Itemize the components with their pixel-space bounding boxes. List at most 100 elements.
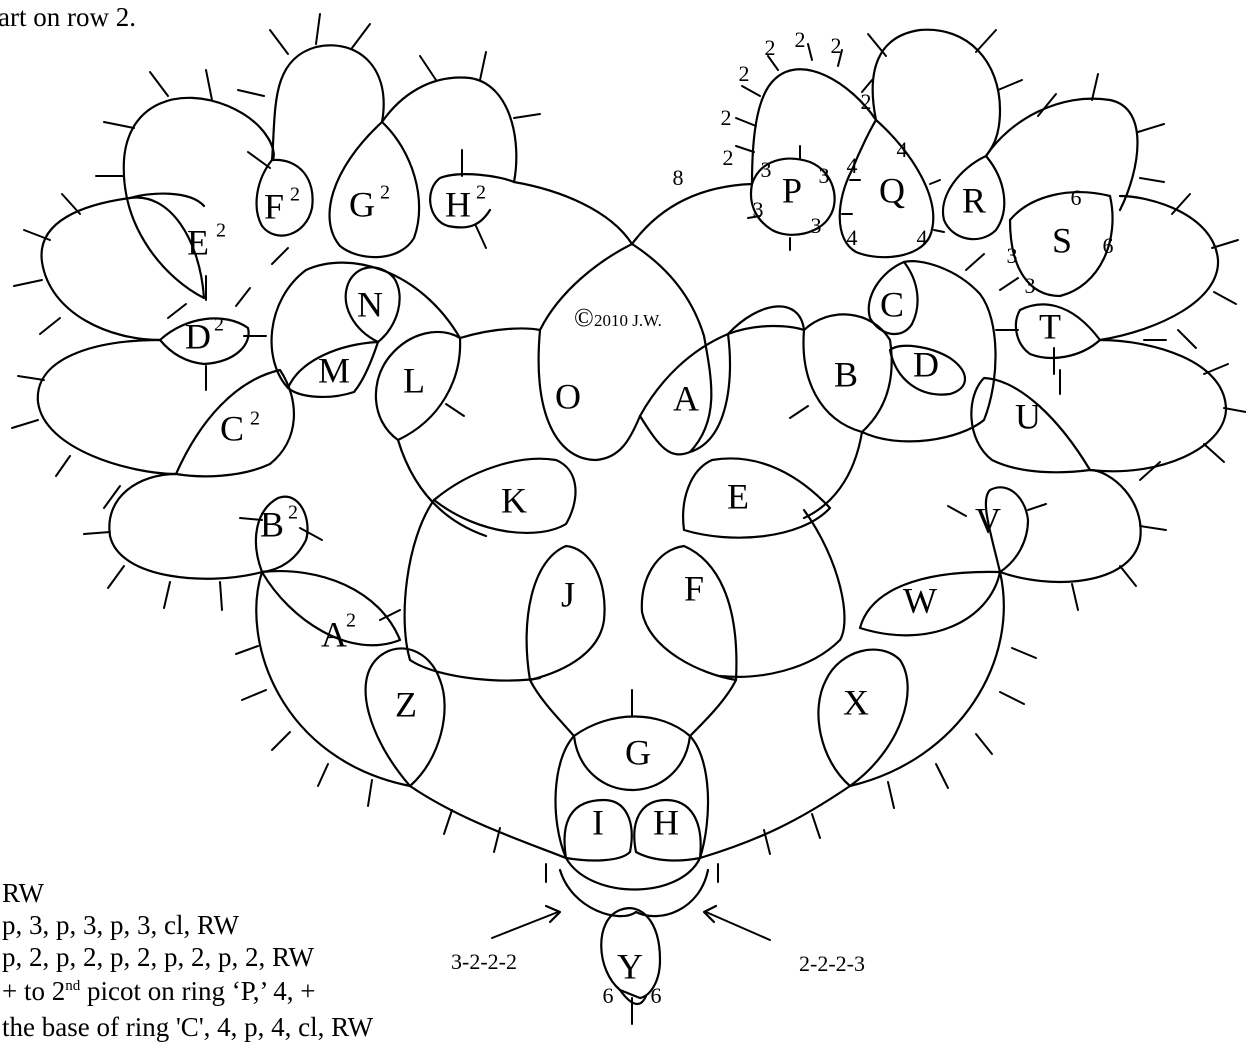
- picot: [808, 44, 812, 60]
- s-count: 6: [1103, 233, 1114, 258]
- lobe-right-2: [1100, 196, 1218, 340]
- p-count: 3: [761, 157, 772, 182]
- picots: [12, 14, 1246, 1024]
- q-count: 4: [897, 137, 908, 162]
- picot: [1140, 526, 1166, 530]
- chain-left-arch: [514, 182, 632, 244]
- chain-lower-left-body: [405, 500, 540, 681]
- annotation-left: 3-2-2-2: [451, 949, 517, 974]
- picot: [270, 30, 288, 54]
- picot: [976, 30, 996, 52]
- picot: [272, 732, 290, 750]
- picot: [476, 226, 486, 248]
- picot: [104, 122, 134, 128]
- ring-label-z: Z: [395, 684, 417, 724]
- picot: [998, 80, 1022, 90]
- ring-label-p: P: [782, 170, 802, 210]
- p-count: 3: [753, 197, 764, 222]
- lobe-left-1: [42, 197, 204, 340]
- ring-o: [539, 244, 712, 460]
- picot: [868, 34, 886, 56]
- ring-label-b: B: [834, 354, 858, 394]
- picot: [1072, 584, 1078, 610]
- picot: [1212, 240, 1238, 248]
- picot: [1214, 292, 1236, 304]
- ring-label-d2: D: [185, 316, 211, 356]
- q-count: 4: [917, 225, 928, 250]
- ring-label-g2: G: [349, 184, 375, 224]
- ring-label-g2-sup: 2: [380, 182, 390, 204]
- ring-label-b2: B: [260, 504, 284, 544]
- picot: [420, 56, 436, 80]
- ring-label-d2-sup: 2: [214, 314, 224, 336]
- ring-label-j: J: [561, 574, 575, 614]
- picot: [1000, 278, 1018, 290]
- ring-mnl-frame: [272, 263, 460, 388]
- picot: [242, 690, 266, 700]
- ring-label-g: G: [625, 732, 651, 772]
- chain-count-left: 8: [673, 165, 684, 190]
- picot: [352, 24, 370, 48]
- ring-label-c2-sup: 2: [250, 408, 260, 430]
- ring-label-u: U: [1015, 396, 1041, 436]
- instruction-line-5: the base of ring 'C', 4, p, 4, cl, RW: [2, 1014, 373, 1041]
- picot: [514, 114, 540, 118]
- p-count: 3: [819, 163, 830, 188]
- picot: [1138, 124, 1164, 132]
- s-count: 6: [1071, 185, 1082, 210]
- y-count: 6: [603, 983, 614, 1008]
- ring-label-h2: H: [445, 184, 471, 224]
- picot: [736, 118, 756, 126]
- ring-h2: [430, 174, 514, 227]
- picot: [220, 582, 222, 610]
- ring-label-l: L: [403, 360, 425, 400]
- instruction-line-3: p, 2, p, 2, p, 2, p, 2, p, 2, RW: [2, 944, 314, 971]
- s-count: 3: [1025, 273, 1036, 298]
- copyright-text: 2010 J.W.: [594, 311, 662, 330]
- ring-label-b2-sup: 2: [288, 502, 298, 524]
- chain-right-arch: [632, 184, 752, 244]
- picot: [104, 486, 120, 508]
- ring-label-w: W: [903, 580, 937, 620]
- ring-label-e2-sup: 2: [216, 220, 226, 242]
- ring-labels: A B C D E F G H I J K L M N O P Q R S T …: [185, 170, 1072, 986]
- copyright-symbol: ©: [574, 303, 594, 332]
- picot: [168, 304, 186, 318]
- ring-f: [642, 546, 737, 680]
- ring-label-r: R: [962, 180, 986, 220]
- picot: [936, 764, 948, 788]
- instruction-line-4-sup: nd: [65, 978, 80, 994]
- chain-count: 2: [795, 27, 806, 52]
- picot: [790, 406, 808, 418]
- p-count: 3: [811, 213, 822, 238]
- ring-label-s: S: [1052, 220, 1072, 260]
- picot: [1224, 408, 1246, 412]
- picot: [56, 456, 70, 476]
- ring-f-connector: [690, 680, 736, 736]
- chain-count: 2: [831, 33, 842, 58]
- outer-lobes-right: [752, 30, 1226, 582]
- annotation-right: 2-2-2-3: [799, 951, 865, 976]
- picot: [62, 194, 80, 214]
- picot: [966, 254, 984, 270]
- chain-bottom-lobe-right: [636, 870, 708, 916]
- picot: [40, 318, 60, 334]
- picot: [108, 566, 124, 588]
- picot: [812, 814, 820, 838]
- lobe-top-right-1: [873, 30, 1000, 156]
- picot: [1092, 74, 1098, 100]
- picot: [934, 230, 944, 232]
- ring-label-f2-sup: 2: [290, 184, 300, 206]
- chain-count: 2: [723, 145, 734, 170]
- ring-label-y: Y: [617, 946, 643, 986]
- picot: [368, 780, 372, 806]
- picot: [1204, 364, 1228, 374]
- instruction-line-4: + to 2nd picot on ring ‘P,’ 4, +: [2, 978, 315, 1005]
- picot: [248, 152, 270, 168]
- copyright-note: © 2010 J.W.: [574, 303, 662, 332]
- lobe-top-left-1: [272, 45, 384, 160]
- ring-label-f2: F: [264, 186, 284, 226]
- ring-label-h: H: [653, 802, 679, 842]
